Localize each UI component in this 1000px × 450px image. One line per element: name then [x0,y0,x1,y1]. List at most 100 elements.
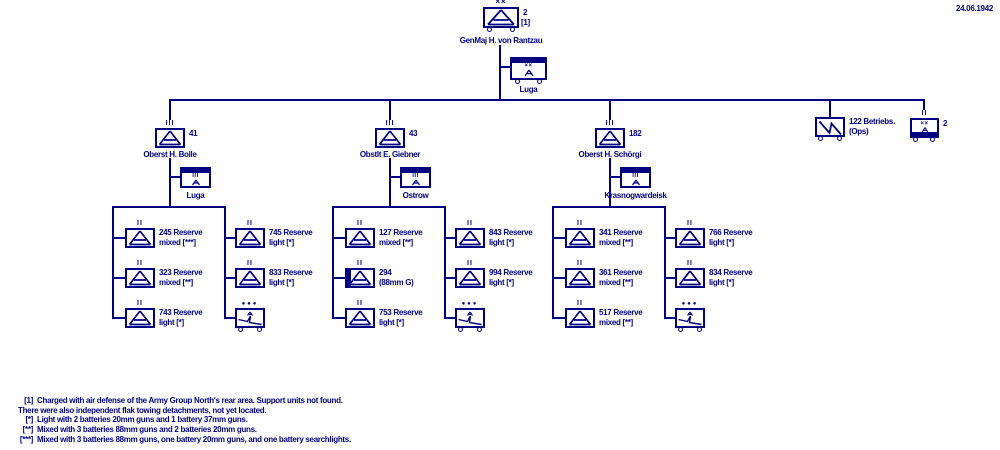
flak-symbol-icon [238,230,262,246]
searchlight-symbol-icon [678,311,702,326]
echelon-battalion: II [467,220,473,227]
unit-label: (Ops) [849,127,869,136]
unit-regiment-43: III 43 Obstlt E. Giebner [360,120,421,159]
battery-dots: ●●● [241,301,259,307]
connector-line [923,101,925,110]
connector-line [666,237,676,239]
hq-bar [512,59,545,63]
flak-symbol-icon [158,130,182,146]
unit-number: 2 [943,119,948,128]
connector-line [114,317,126,319]
connector-line [114,277,126,279]
unit-label: 833 Reserve [269,268,313,277]
unit-label: light [*] [269,238,294,247]
battery-dots: ●●● [681,301,699,307]
unit-label: mixed [**] [379,238,413,247]
flak-symbol-icon [598,130,622,146]
unit-box [235,268,265,288]
connector-line [499,45,501,100]
footnote-row: [1]Charged with air defense of the Army … [4,396,351,406]
connector-line [446,237,456,239]
unit-label: 753 Reserve [379,308,423,317]
footnote-text: Charged with air defense of the Army Gro… [37,396,343,405]
wheel-icon [678,327,683,332]
connector-line [224,206,226,319]
flak-symbol-icon [678,230,702,246]
unit-label: 517 Reserve [599,308,643,317]
unit-box [455,268,485,288]
unit-label: 122 Betriebs. [849,117,895,126]
echelon-regiment: III [385,120,395,127]
connector-line [554,237,566,239]
unit-label: 994 Reserve [489,268,533,277]
connector-line [226,317,236,319]
echelon-division: ×× [495,0,507,6]
wheel-icon [257,327,262,332]
echelon-regiment: III [605,120,615,127]
echelon-battalion: II [687,260,693,267]
flak-symbol-small-icon [191,179,200,186]
unit-number: 2 [523,8,528,17]
connector-line [171,176,181,178]
unit-label: 323 Reserve [159,268,203,277]
flak-symbol-small-icon [411,179,420,186]
battery-dots: ●●● [461,301,479,307]
flak-symbol-icon [348,310,372,326]
connector-line [389,101,391,120]
hq-echelon: ×× [920,121,929,127]
unit-box [565,308,595,328]
unit-box [345,268,375,288]
connector-line [334,317,346,319]
connector-line [611,176,621,178]
footnote-text: Light with 2 batteries 20mm guns and 1 b… [37,415,248,425]
unit-regiment-41-hq: III Luga [180,167,211,200]
unit-box [565,228,595,248]
unit-label: 766 Reserve [709,228,753,237]
echelon-battalion: II [921,110,928,117]
connector-line [552,206,666,208]
unit-box [675,308,705,328]
connector-line [554,277,566,279]
unit-box [675,268,705,288]
hq-label: Krasnogwardeisk [604,191,667,200]
unit-label: 341 Reserve [599,228,643,237]
connector-line [389,158,391,208]
wheel-icon [515,79,520,84]
connector-line [666,277,676,279]
unit-box [235,308,265,328]
hq-label: Ostrow [402,191,429,200]
unit-box [675,228,705,248]
footnote-ref: [*] [25,415,33,425]
unit-box [565,268,595,288]
flak-symbol-icon [348,230,372,246]
connector-line [609,101,611,120]
echelon-battalion: II [577,260,583,267]
flak-symbol-icon [568,310,592,326]
unit-box [345,228,375,248]
unit-label: light [*] [709,238,734,247]
commander-name: GenMaj H. von Rantzau [459,36,543,45]
wheel-icon [487,27,492,32]
flak-symbol-small-icon [921,127,928,133]
flak-symbol-icon [487,9,515,26]
echelon-battalion: II [247,260,253,267]
hq-box: ×× [510,57,547,80]
unit-label: 834 Reserve [709,268,753,277]
flak-symbol-icon [128,230,152,246]
connector-line [500,66,511,68]
hq-echelon: III [632,173,639,179]
connector-line [226,277,236,279]
unit-label: light [*] [489,278,514,287]
footnote-ref: [***] [19,434,33,444]
unit-label: light [*] [159,318,184,327]
unit-label: mixed [**] [599,238,633,247]
hq-box: III [400,167,431,188]
unit-label: mixed [**] [159,278,193,287]
unit-box [455,308,485,328]
echelon-battalion: II [467,260,473,267]
connector-line [609,158,611,208]
